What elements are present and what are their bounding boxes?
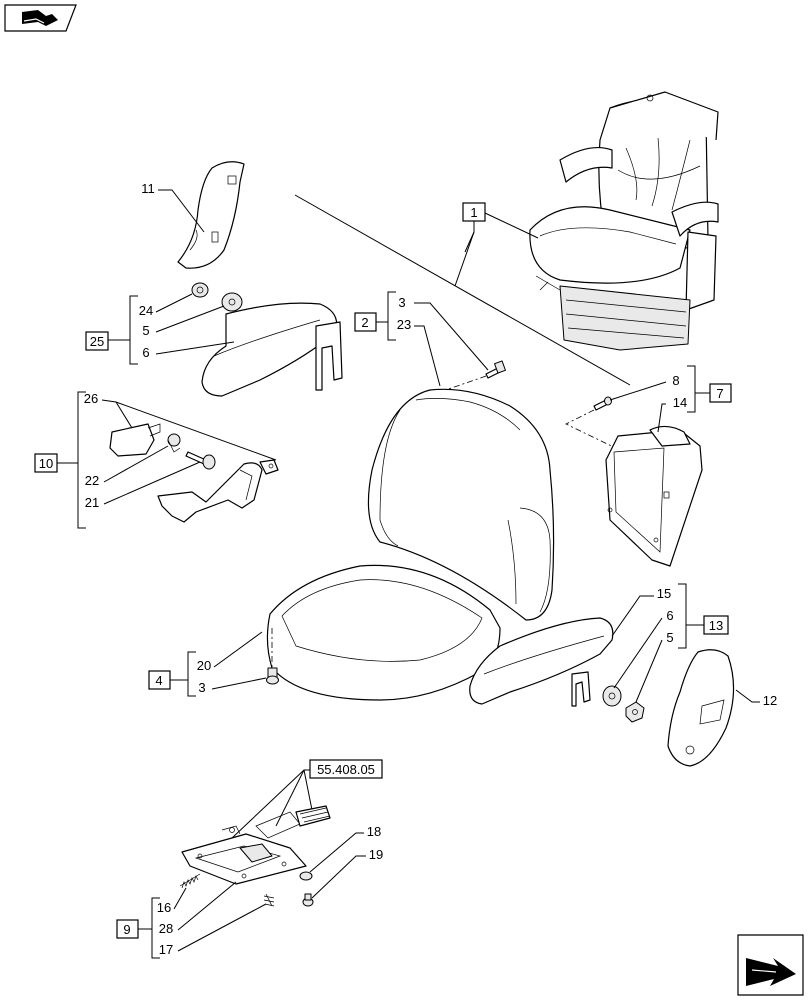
callout-11: 11	[141, 181, 205, 233]
svg-text:20: 20	[197, 658, 211, 673]
svg-text:11: 11	[141, 181, 155, 196]
book-arrow-icon[interactable]	[4, 4, 77, 32]
callout-25-group: 25 24 5 6	[85, 293, 235, 365]
svg-text:28: 28	[159, 921, 173, 936]
svg-text:8: 8	[672, 373, 679, 388]
svg-text:3: 3	[398, 295, 405, 310]
svg-text:3: 3	[198, 680, 205, 695]
armrest-right	[469, 617, 614, 707]
seatbelt-buckle	[109, 423, 161, 457]
svg-text:19: 19	[369, 847, 383, 862]
washer-6-right	[602, 685, 622, 707]
svg-text:16: 16	[157, 900, 171, 915]
svg-text:21: 21	[85, 495, 99, 510]
screw-3-seat	[266, 628, 279, 685]
callout-2-group: 2 3 23	[354, 291, 489, 387]
svg-text:5: 5	[142, 323, 149, 338]
screw-19	[302, 893, 314, 907]
callout-1: 1	[454, 202, 539, 287]
assembly-guide-line	[294, 194, 631, 386]
callout-4-group: 4 20 3	[148, 631, 267, 697]
next-page-arrow-icon[interactable]	[737, 934, 804, 996]
svg-text:2: 2	[361, 315, 368, 330]
svg-text:1: 1	[470, 205, 477, 220]
armrest-left	[201, 302, 343, 397]
svg-text:17: 17	[159, 942, 173, 957]
nut-5-right	[625, 701, 645, 723]
seat-cushion	[266, 564, 501, 701]
back-cover-14	[605, 425, 703, 567]
svg-text:15: 15	[657, 586, 671, 601]
svg-text:25: 25	[90, 334, 104, 349]
ref-55-408-05: 55.408.05	[231, 759, 383, 839]
armrest-cover-right-12	[667, 649, 735, 767]
armrest-cover-upper-left	[177, 161, 245, 269]
callout-9-group: 9 16 28 17	[116, 881, 267, 959]
spacer-22	[167, 433, 181, 453]
nut-24	[191, 282, 209, 298]
washer-18	[299, 871, 313, 881]
svg-text:13: 13	[709, 618, 723, 633]
callout-7-group: 7 8 14	[609, 365, 732, 433]
spring-17	[263, 893, 275, 907]
svg-text:12: 12	[763, 693, 777, 708]
spring-16	[179, 873, 201, 889]
svg-text:24: 24	[139, 303, 153, 318]
complete-seat-assembly	[529, 91, 719, 351]
svg-text:7: 7	[716, 386, 723, 401]
washer-5-left	[221, 292, 243, 312]
svg-text:6: 6	[666, 608, 673, 623]
svg-text:26: 26	[84, 391, 98, 406]
callout-10-group: 10 26 22 21	[34, 391, 277, 529]
callout-13-group: 13 15 6 5 12	[611, 583, 777, 708]
seatbelt-strap	[157, 459, 279, 523]
svg-text:10: 10	[39, 456, 53, 471]
svg-text:6: 6	[142, 345, 149, 360]
svg-text:23: 23	[397, 317, 411, 332]
svg-text:5: 5	[666, 630, 673, 645]
svg-text:22: 22	[85, 473, 99, 488]
seat-base-plate	[181, 805, 331, 885]
bolt-21	[185, 451, 216, 470]
svg-text:18: 18	[367, 824, 381, 839]
svg-text:4: 4	[155, 673, 162, 688]
svg-text:55.408.05: 55.408.05	[317, 762, 375, 777]
screw-8	[565, 396, 629, 455]
svg-text:9: 9	[123, 922, 130, 937]
seat-backrest	[367, 388, 555, 621]
svg-text:14: 14	[673, 395, 687, 410]
bolt-23	[439, 360, 506, 393]
callout-18-19: 18 19	[309, 824, 383, 899]
